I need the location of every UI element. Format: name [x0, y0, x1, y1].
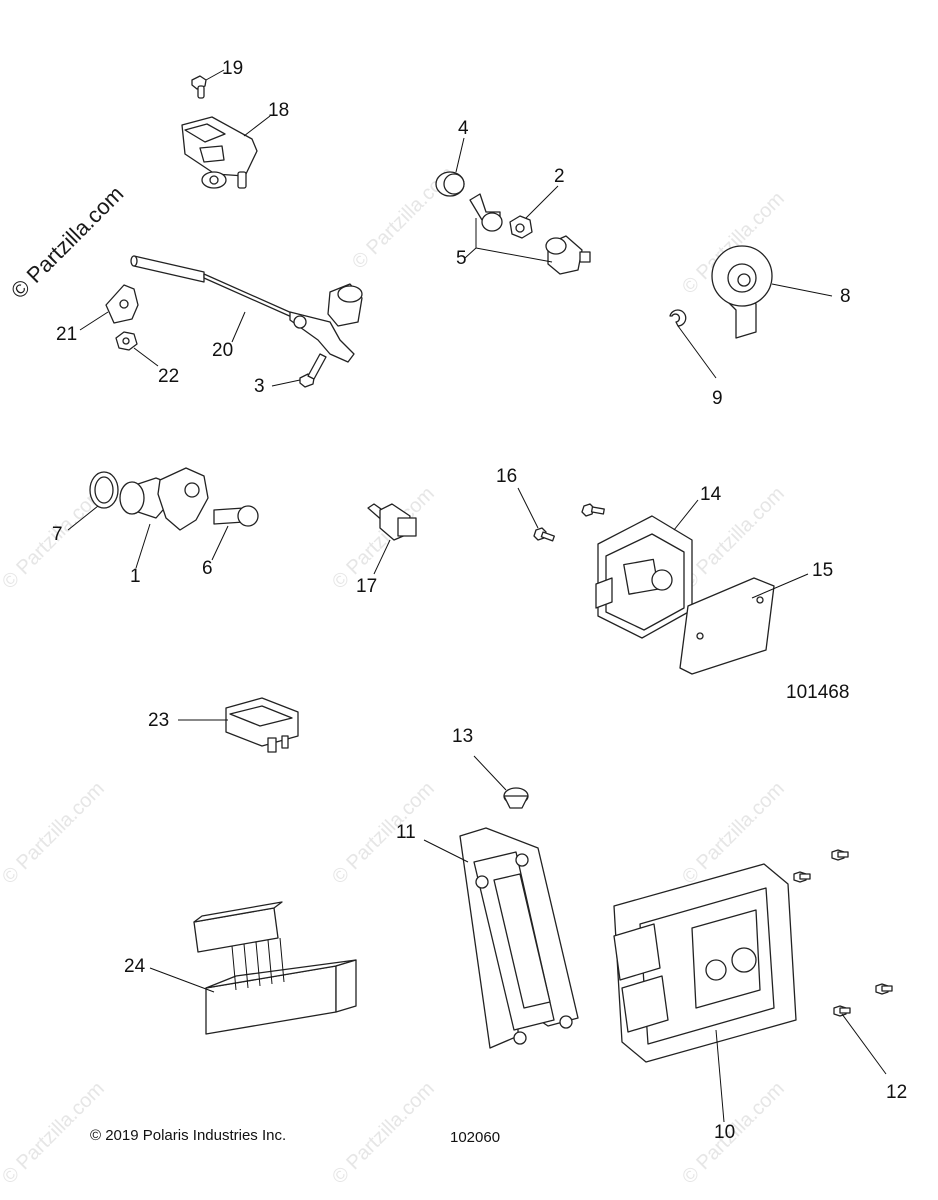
callout-9: 9 [712, 388, 723, 409]
callout-16: 16 [496, 466, 517, 487]
part-19-bolt [191, 75, 207, 99]
part-17-sensor [367, 503, 417, 541]
watermark: © Partzilla.com [328, 483, 439, 594]
part-8-knock-sensor [711, 245, 773, 339]
callout-21: 21 [56, 324, 77, 345]
part-6-bolt [213, 505, 259, 527]
part-20-speed-sensor-harness [130, 255, 363, 363]
part-3-bolt [299, 353, 327, 388]
callout-2: 2 [554, 166, 565, 187]
callout-17: 17 [356, 576, 377, 597]
callout-10: 10 [714, 1122, 735, 1143]
part-16-screw [533, 503, 605, 542]
copyright-notice: © 2019 Polaris Industries Inc. [90, 1127, 286, 1144]
part-22-nut [115, 331, 138, 351]
callout-14: 14 [700, 484, 722, 505]
part-9-retaining-clip [669, 309, 687, 327]
callout-8: 8 [840, 286, 851, 307]
part-21-clip [105, 284, 139, 324]
part-15-gasket [679, 577, 775, 675]
watermark: © Partzilla.com [328, 1078, 439, 1189]
watermark: © Partzilla.com [328, 778, 439, 889]
callout-13: 13 [452, 726, 473, 747]
part-12-screw [793, 849, 893, 1017]
part-13-screw [503, 787, 529, 809]
part-4-grommet [435, 171, 465, 197]
part-7-o-ring [89, 471, 119, 509]
partzilla-watermark: © Partzilla.com [6, 181, 129, 304]
reference-number-upper: 101468 [786, 682, 849, 703]
part-2-washer [509, 215, 533, 239]
callout-15: 15 [812, 560, 833, 581]
part-11-bracket [459, 827, 579, 1049]
callout-20: 20 [212, 340, 233, 361]
callout-6: 6 [202, 558, 213, 579]
watermark: © Partzilla.com [678, 483, 789, 594]
part-18-map-sensor [181, 116, 258, 189]
callout-4: 4 [458, 118, 469, 139]
callout-22: 22 [158, 366, 179, 387]
part-1-camshaft-sensor [119, 467, 209, 531]
callout-7: 7 [52, 524, 63, 545]
part-24-regulator [193, 901, 357, 1035]
reference-number-lower: 102060 [450, 1129, 500, 1146]
callout-labels: 19 18 4 2 5 8 21 20 22 3 9 16 14 7 1 6 1… [52, 58, 907, 1143]
part-23-switch [225, 697, 299, 753]
callout-11: 11 [396, 822, 416, 843]
callout-18: 18 [268, 100, 289, 121]
callout-12: 12 [886, 1082, 907, 1103]
callout-23: 23 [148, 710, 169, 731]
callout-19: 19 [222, 58, 243, 79]
part-14-control-module [595, 515, 693, 639]
callout-24: 24 [124, 956, 146, 977]
part-5-temperature-sender [469, 193, 591, 275]
part-10-ecu [613, 863, 797, 1063]
callout-3: 3 [254, 376, 265, 397]
callout-1: 1 [130, 566, 141, 587]
callout-5: 5 [456, 248, 467, 269]
watermark: © Partzilla.com [0, 778, 109, 889]
